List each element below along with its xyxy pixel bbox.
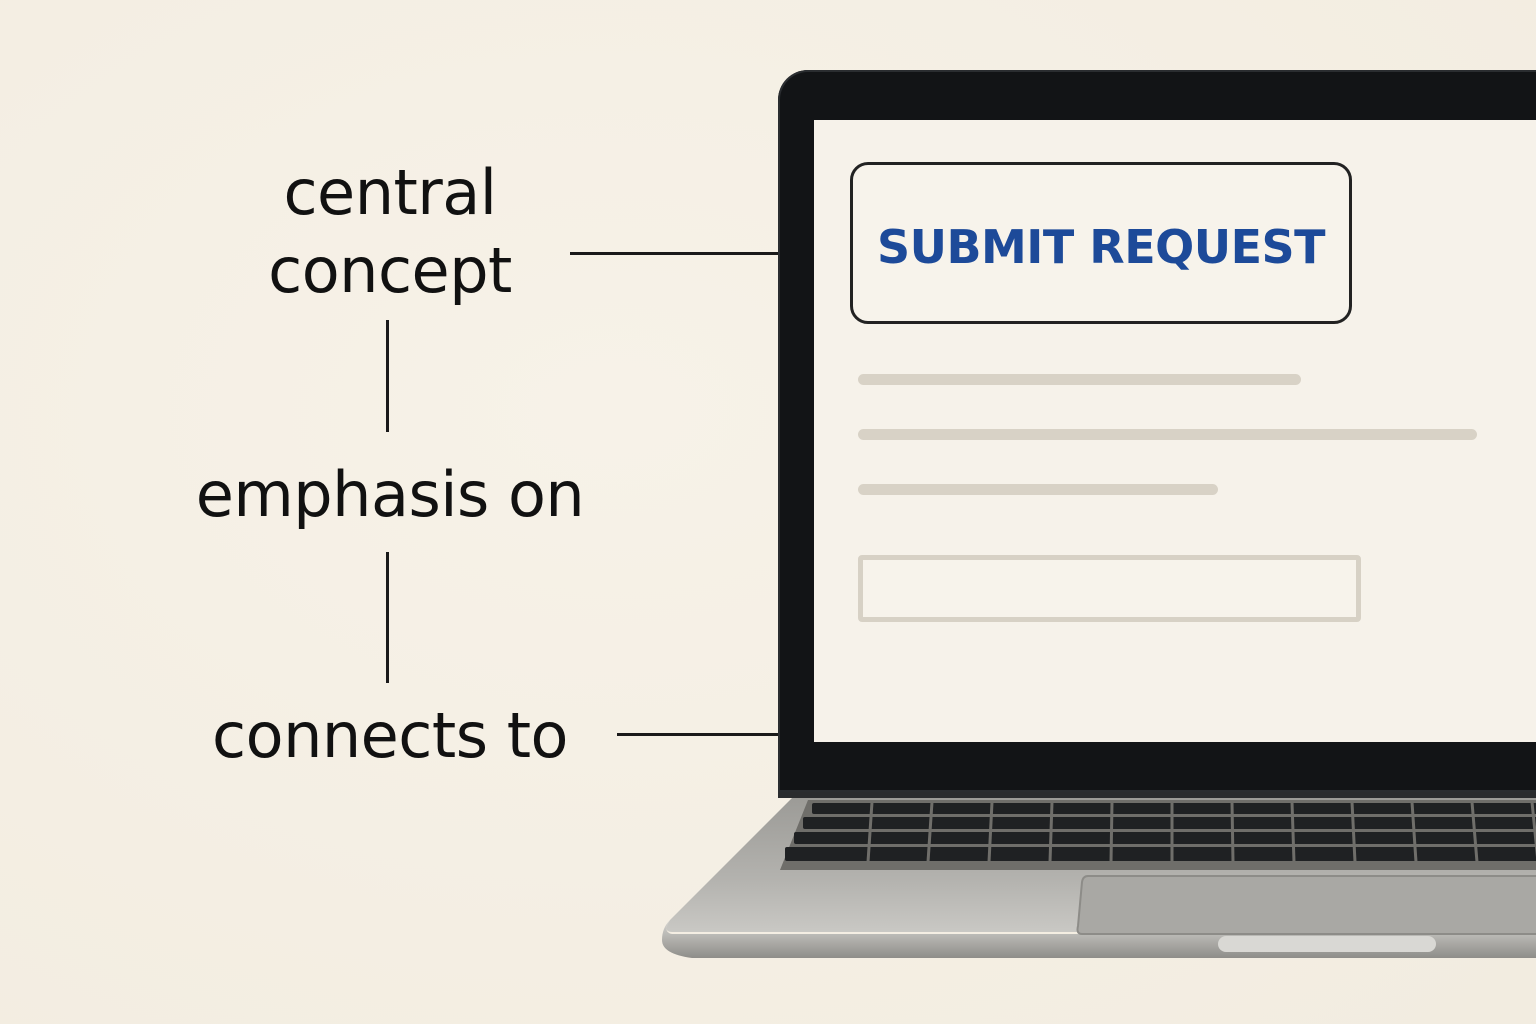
placeholder-text-line: [858, 484, 1218, 495]
trackpad[interactable]: [1076, 875, 1536, 935]
keyboard-key-gaps: [866, 801, 1536, 863]
connector-central-to-emphasis: [386, 320, 389, 432]
keyboard-keys: [785, 803, 1536, 861]
label-emphasis-on: emphasis on: [195, 458, 585, 531]
placeholder-text-line: [858, 429, 1477, 440]
connector-central-to-screen: [570, 252, 782, 255]
label-central-concept: central concept: [200, 154, 580, 310]
submit-request-label: SUBMIT REQUEST: [876, 220, 1326, 274]
text-input-field[interactable]: [858, 555, 1361, 622]
label-central-line2: concept: [268, 234, 512, 307]
placeholder-text-line: [858, 374, 1301, 385]
laptop-front-notch: [1218, 936, 1436, 952]
connector-emphasis-to-connects: [386, 552, 389, 683]
connector-connects-to-screen: [617, 733, 782, 736]
laptop-base: [662, 792, 1536, 958]
laptop-hinge: [778, 792, 1536, 798]
label-central-line1: central: [283, 156, 497, 229]
label-connects-to: connects to: [212, 699, 568, 772]
submit-request-button[interactable]: SUBMIT REQUEST: [850, 162, 1352, 324]
